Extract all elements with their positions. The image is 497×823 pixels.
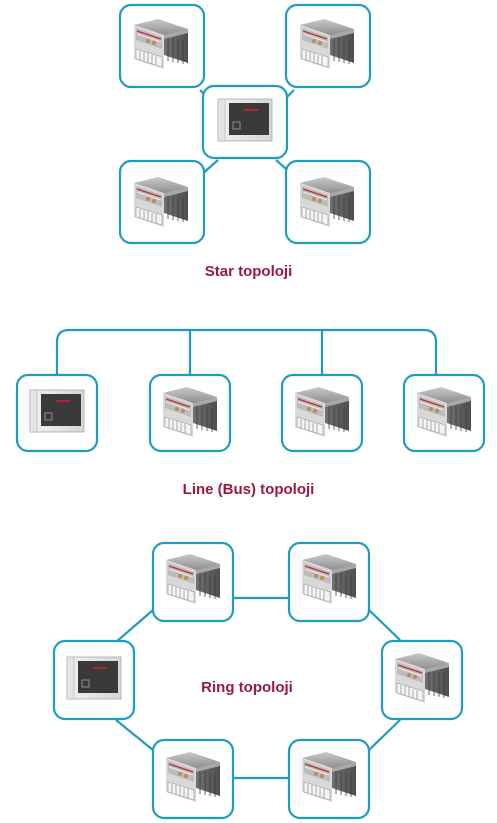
ring-topology-label: Ring topoloji bbox=[201, 679, 293, 696]
ring-node-top-right bbox=[287, 541, 371, 623]
ring-node-top-left bbox=[151, 541, 235, 623]
ring-topology bbox=[52, 541, 464, 820]
ring-link-top-right bbox=[368, 609, 401, 641]
bus-node-master bbox=[15, 373, 99, 453]
ring-links bbox=[115, 596, 401, 780]
star-topology-label: Star topoloji bbox=[204, 263, 293, 280]
star-node-center-master bbox=[201, 84, 289, 160]
bus-node-1 bbox=[148, 373, 232, 453]
ring-link-bottom-right bbox=[368, 719, 401, 751]
bus-line bbox=[55, 328, 438, 375]
ring-link-top-left bbox=[115, 609, 154, 643]
ring-node-bottom-right bbox=[287, 738, 371, 820]
star-node-bottom-left bbox=[118, 159, 206, 245]
bus-node-3 bbox=[402, 373, 486, 453]
ring-link-bottom-left bbox=[115, 719, 154, 751]
ring-node-right bbox=[380, 639, 464, 721]
star-node-bottom-right bbox=[284, 159, 372, 245]
line-topology-label: Line (Bus) topoloji bbox=[182, 481, 315, 498]
star-node-top-left bbox=[118, 3, 206, 89]
line-topology bbox=[15, 328, 486, 453]
ring-node-bottom-left bbox=[151, 738, 235, 820]
controller-icon bbox=[66, 656, 122, 700]
controller-icon bbox=[29, 389, 85, 433]
ring-node-master bbox=[52, 639, 136, 721]
star-node-top-right bbox=[284, 3, 372, 89]
controller-icon bbox=[217, 98, 273, 142]
bus-node-2 bbox=[280, 373, 364, 453]
star-topology bbox=[118, 3, 372, 245]
